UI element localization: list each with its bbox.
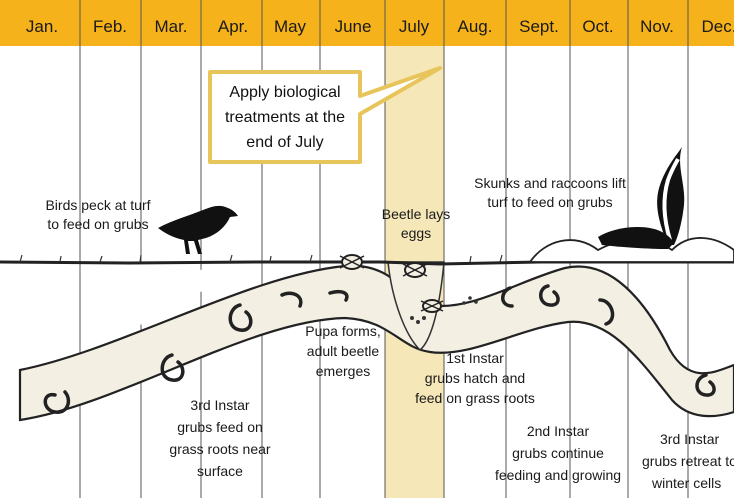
beetle-icon <box>340 255 364 269</box>
annotation-skunks-line-1: Skunks and raccoons lift <box>474 175 626 191</box>
annotation-first-instar-line-2: grubs hatch and <box>425 370 525 386</box>
annotation-third-instar-fall-line-3: winter cells <box>651 475 721 491</box>
annotation-third-instar-spring-line-3: grass roots near <box>169 441 270 457</box>
month-label-apr: Apr. <box>218 17 248 36</box>
annotation-second-instar-line-3: feeding and growing <box>495 467 621 483</box>
beetle-icon <box>421 300 443 312</box>
annotation-skunks-line-2: turf to feed on grubs <box>487 194 612 210</box>
annotation-first-instar-line-3: feed on grass roots <box>415 390 535 406</box>
month-label-mar: Mar. <box>154 17 187 36</box>
annotation-pupa-line-1: Pupa forms, <box>305 323 380 339</box>
annotation-third-instar-spring-line-1: 3rd Instar <box>190 397 249 413</box>
month-label-dec: Dec. <box>702 17 734 36</box>
annotation-second-instar-line-1: 2nd Instar <box>527 423 590 439</box>
annotation-third-instar-fall: 3rd Instar grubs retreat to winter cells <box>642 431 734 491</box>
crow-icon <box>158 206 238 254</box>
annotation-second-instar: 2nd Instar grubs continue feeding and gr… <box>495 423 621 483</box>
annotation-birds-line-1: Birds peck at turf <box>45 197 150 213</box>
month-label-jan: Jan. <box>26 17 58 36</box>
month-label-june: June <box>335 17 372 36</box>
callout-line-2: treatments at the <box>225 109 345 126</box>
annotation-pupa-line-2: adult beetle <box>307 343 380 359</box>
annotation-third-instar-spring: 3rd Instar grubs feed on grass roots nea… <box>169 397 270 479</box>
annotation-third-instar-spring-line-4: surface <box>197 463 243 479</box>
annotation-pupa: Pupa forms, adult beetle emerges <box>305 323 380 379</box>
annotation-third-instar-fall-line-2: grubs retreat to <box>642 453 734 469</box>
annotation-third-instar-spring-line-2: grubs feed on <box>177 419 263 435</box>
annotation-birds: Birds peck at turf to feed on grubs <box>45 197 150 232</box>
month-label-sept: Sept. <box>519 17 559 36</box>
month-label-oct: Oct. <box>582 17 613 36</box>
month-label-aug: Aug. <box>458 17 493 36</box>
month-label-may: May <box>274 17 307 36</box>
annotation-beetle-line-1: Beetle lays <box>382 206 450 222</box>
beetle-icon <box>403 263 427 277</box>
annotation-beetle-line-2: eggs <box>401 225 431 241</box>
month-label-july: July <box>399 17 430 36</box>
annotation-skunks: Skunks and raccoons lift turf to feed on… <box>474 175 626 210</box>
annotation-birds-line-2: to feed on grubs <box>47 216 148 232</box>
annotation-third-instar-fall-line-1: 3rd Instar <box>660 431 719 447</box>
annotation-second-instar-line-2: grubs continue <box>512 445 604 461</box>
annotation-pupa-line-3: emerges <box>316 363 370 379</box>
callout-line-1: Apply biological <box>229 84 340 101</box>
month-label-nov: Nov. <box>640 17 674 36</box>
month-label-feb: Feb. <box>93 17 127 36</box>
annotation-first-instar-line-1: 1st Instar <box>446 350 504 366</box>
callout-line-3: end of July <box>246 134 323 151</box>
